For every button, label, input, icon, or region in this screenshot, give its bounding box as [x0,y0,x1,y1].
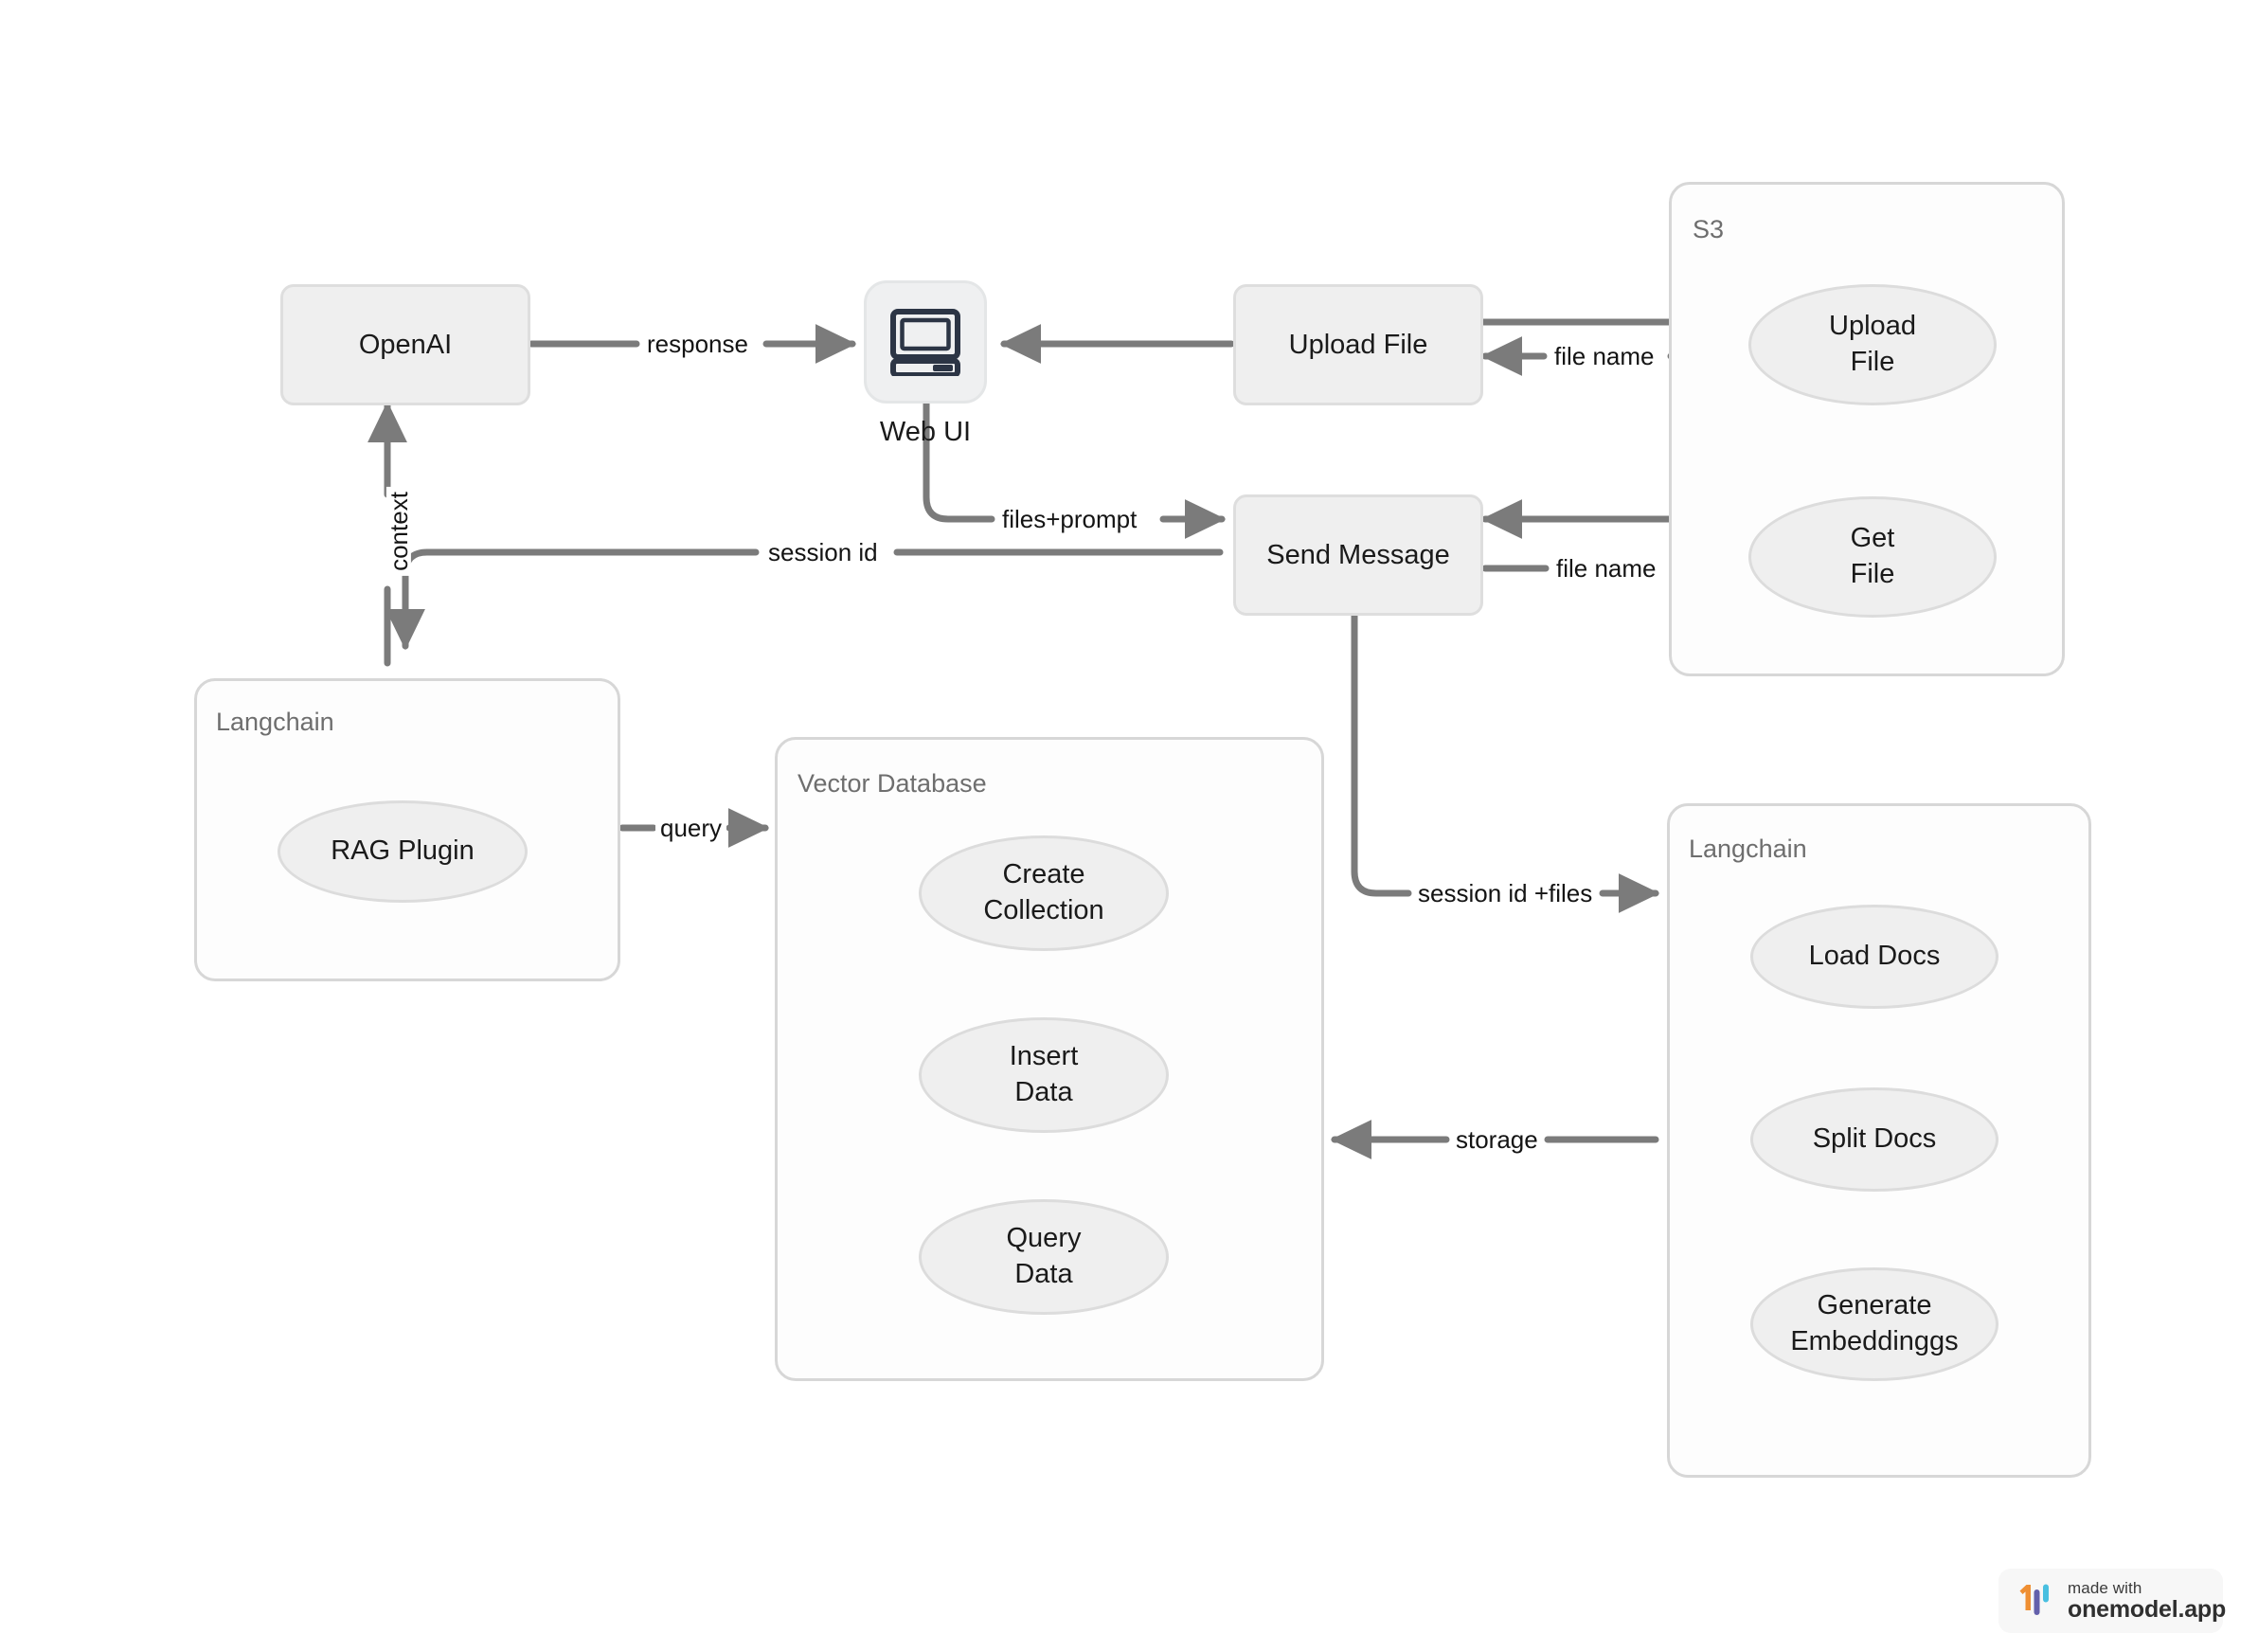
edge-label-file-name-get: file name [1551,556,1661,581]
group-langchain-left-label: Langchain [216,708,334,736]
node-s3-get-file[interactable]: Get File [1748,496,1997,618]
node-s3-upload-file[interactable]: Upload File [1748,284,1997,405]
node-load-docs[interactable]: Load Docs [1750,905,1998,1009]
node-insert-data-line1: Insert [1009,1041,1079,1072]
edge-label-session-id-files: session id +files [1413,881,1598,906]
node-upload-file-action[interactable]: Upload File [1233,284,1483,405]
node-s3-get-file-line2: File [1850,559,1895,589]
edge-label-session-id: session id [763,540,883,565]
node-web-ui-caption: Web UI [879,417,972,447]
edge-label-files-prompt: files+prompt [997,507,1142,531]
watermark-onemodel[interactable]: made with onemodel.app [1998,1569,2227,1633]
edge-label-file-name-upload: file name [1550,344,1659,368]
node-split-docs[interactable]: Split Docs [1750,1087,1998,1192]
node-insert-data[interactable]: Insert Data [919,1017,1169,1133]
node-insert-data-line2: Data [1014,1077,1073,1107]
node-create-collection-line2: Collection [983,895,1104,925]
group-vector-database-label: Vector Database [797,769,987,798]
node-generate-embeddings-line1: Generate [1817,1290,1932,1321]
group-s3-label: S3 [1693,215,1725,243]
watermark-brand: onemodel.app [2068,1595,2227,1623]
node-query-data[interactable]: Query Data [919,1199,1169,1315]
node-query-data-line2: Data [1014,1259,1073,1289]
node-s3-get-file-line1: Get [1850,523,1895,554]
edge-label-storage: storage [1451,1127,1543,1152]
node-send-message-action[interactable]: Send Message [1233,494,1483,616]
node-web-ui[interactable] [864,280,987,404]
edge-label-context: context [385,487,413,576]
node-s3-upload-file-line1: Upload [1829,311,1916,342]
watermark-made-with: made with [2068,1578,2142,1597]
computer-icon [890,309,960,376]
edge-sendmessage-to-langchain-b [385,548,760,651]
edge-label-query: query [655,816,727,840]
edge-sendmessage-to-langchainright-a [1351,612,1412,897]
onemodel-logo-icon [2019,1584,2049,1615]
node-create-collection-line1: Create [1002,859,1085,890]
node-query-data-line1: Query [1006,1223,1082,1254]
node-s3-upload-file-line2: File [1850,347,1895,377]
edge-label-response: response [642,332,753,356]
node-create-collection[interactable]: Create Collection [919,835,1169,951]
group-langchain-right-label: Langchain [1689,835,1807,863]
node-generate-embeddings-line2: Embeddinggs [1790,1326,1959,1356]
node-openai[interactable]: OpenAI [280,284,530,405]
node-generate-embeddings[interactable]: Generate Embeddinggs [1750,1267,1998,1381]
node-rag-plugin[interactable]: RAG Plugin [278,800,528,903]
